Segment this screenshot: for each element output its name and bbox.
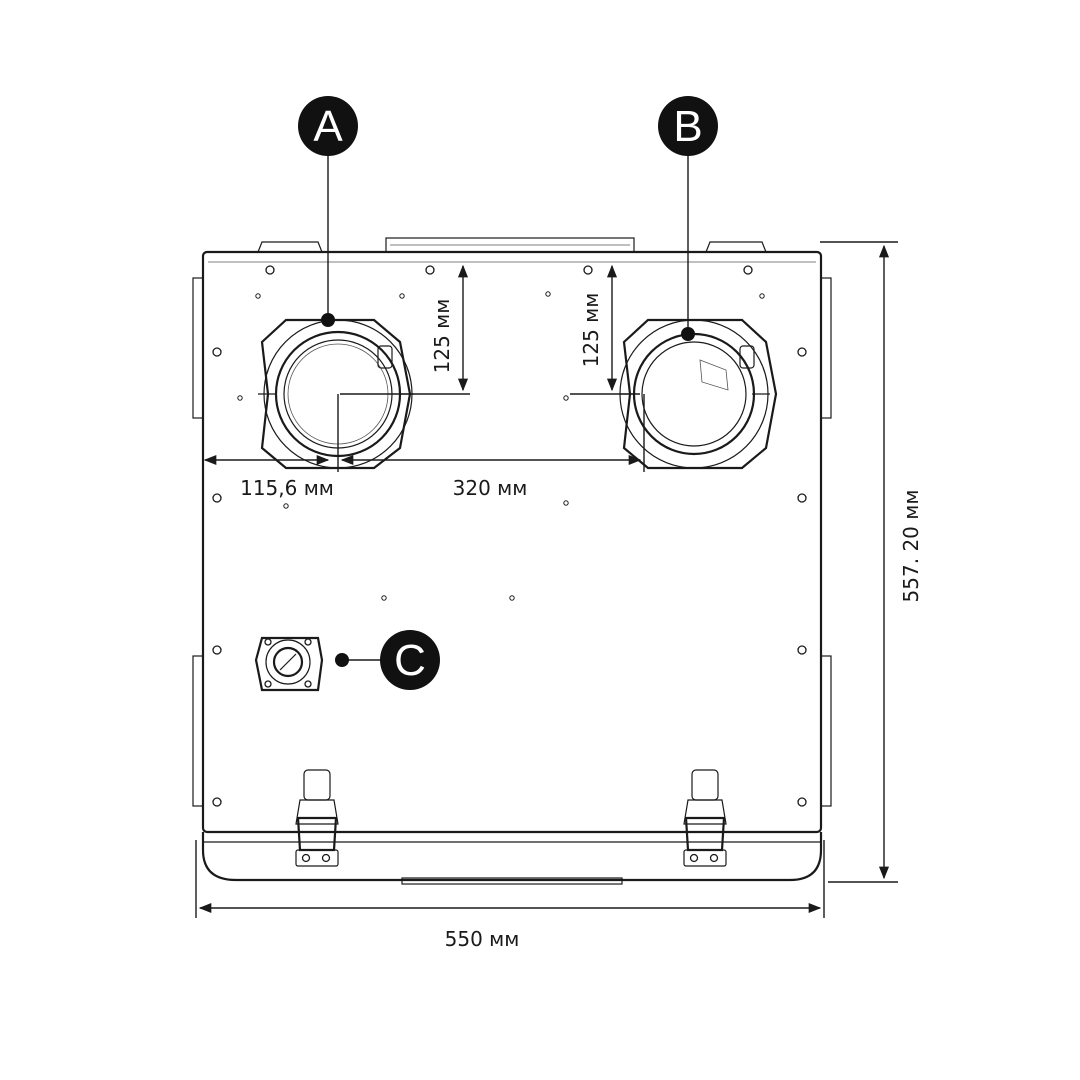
panel-screws — [212, 265, 807, 807]
height-label: 557. 20 мм — [899, 490, 923, 603]
dimension-vertical-offset-a: 125 мм — [340, 264, 470, 395]
unit-body — [192, 237, 832, 885]
label-b: B — [673, 102, 702, 151]
dimension-vertical-offset-b: 125 мм — [570, 264, 640, 395]
dimension-horizontal-offsets: 115,6 мм 320 мм — [203, 394, 645, 500]
left-offset-label: 115,6 мм — [240, 476, 334, 500]
top-offset-a-label: 125 мм — [430, 299, 454, 374]
callout-b: B — [658, 96, 718, 341]
latch-left — [295, 769, 339, 867]
top-offset-b-label: 125 мм — [579, 293, 603, 368]
drain-connector-c — [254, 636, 324, 692]
dimension-height: 557. 20 мм — [820, 241, 923, 883]
width-label: 550 мм — [445, 927, 520, 951]
latch-right — [683, 769, 727, 867]
callout-a: A — [298, 96, 358, 327]
callout-c: C — [335, 630, 440, 690]
label-c: C — [394, 636, 426, 685]
dimension-width: 550 мм — [195, 840, 825, 951]
spacing-label: 320 мм — [453, 476, 528, 500]
label-a: A — [313, 102, 343, 151]
